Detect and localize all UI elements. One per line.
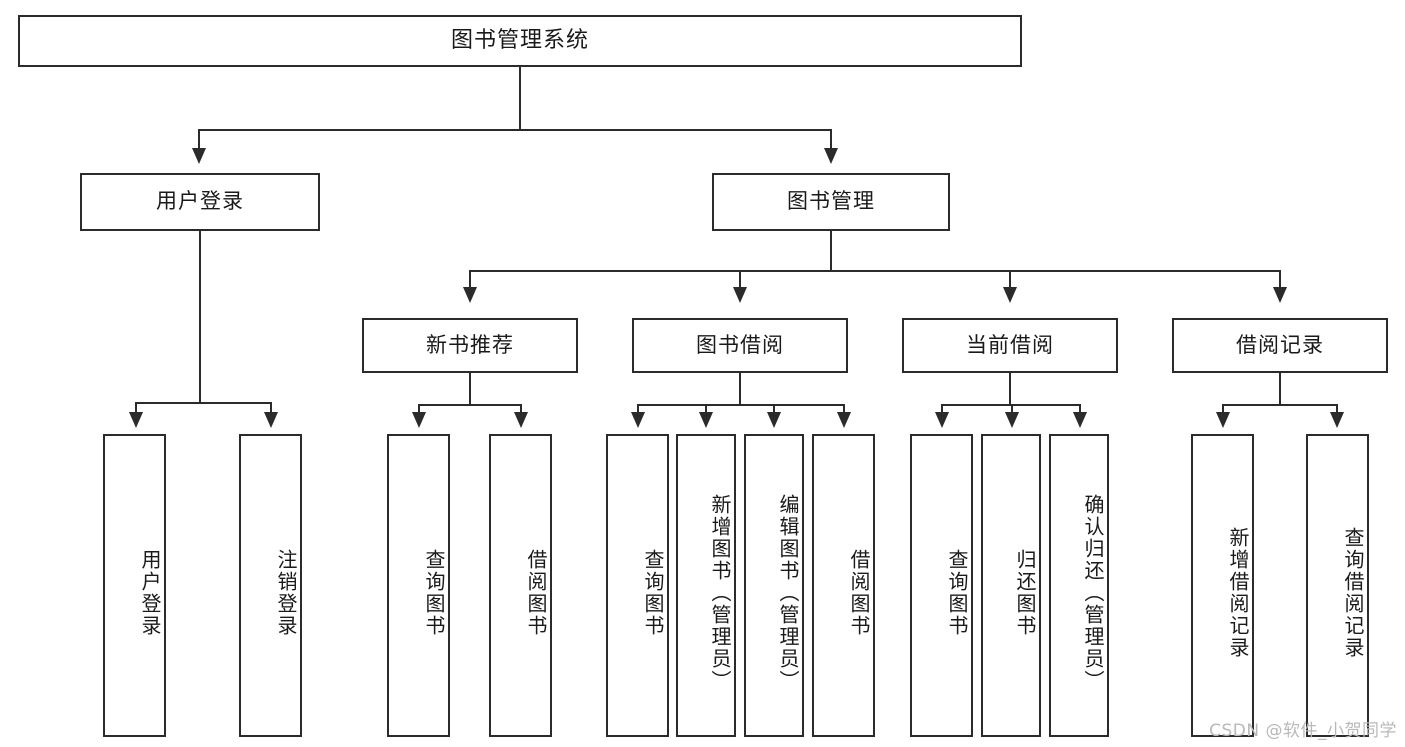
- connector-bb-drop-1: [637, 404, 639, 416]
- node-label: 用户登录: [138, 548, 162, 637]
- node-label: 确认归还（管理员）: [1081, 493, 1105, 692]
- connector-nbr-bus: [418, 404, 522, 406]
- node-label: 图书管理: [787, 189, 875, 214]
- csdn-watermark: CSDN @软件_小贺同学: [1209, 721, 1397, 741]
- arrow-down-icon: [463, 287, 477, 303]
- leaf-borrow-book-2[interactable]: 借阅图书: [812, 434, 875, 737]
- node-label: 注销登录: [274, 548, 298, 637]
- arrow-down-icon: [264, 412, 278, 428]
- connector-nbr-stem: [469, 373, 471, 405]
- node-label: 新书推荐: [426, 332, 514, 357]
- leaf-query-record[interactable]: 查询借阅记录: [1306, 434, 1369, 737]
- connector-cb-stem: [1009, 373, 1011, 405]
- arrow-down-icon: [699, 412, 713, 428]
- leaf-add-book[interactable]: 新增图书（管理员）: [676, 434, 736, 737]
- arrow-down-icon: [824, 148, 838, 164]
- node-label: 归还图书: [1013, 548, 1037, 637]
- node-label: 查询图书: [422, 548, 446, 637]
- connector-user-login-bus: [135, 402, 271, 404]
- connector-nbr-drop-1: [418, 404, 420, 416]
- connector-level2-drop-4: [1279, 270, 1281, 290]
- node-label: 查询图书: [641, 548, 665, 637]
- node-label: 图书管理系统: [450, 27, 589, 53]
- node-user-login[interactable]: 用户登录: [80, 173, 320, 231]
- arrow-down-icon: [1005, 412, 1019, 428]
- node-label: 新增借阅记录: [1226, 526, 1250, 659]
- connector-user-login-stem: [199, 231, 201, 403]
- connector-to-book-management: [830, 129, 832, 151]
- arrow-down-icon: [767, 412, 781, 428]
- node-label: 借阅记录: [1236, 332, 1324, 357]
- node-label: 当前借阅: [966, 332, 1054, 357]
- connector-br-drop-1: [1222, 404, 1224, 416]
- node-current-borrow[interactable]: 当前借阅: [902, 318, 1118, 373]
- connector-br-stem: [1279, 373, 1281, 405]
- connector-br-bus: [1222, 404, 1338, 406]
- arrow-down-icon: [631, 412, 645, 428]
- arrow-down-icon: [1330, 412, 1344, 428]
- connector-bb-drop-3: [773, 404, 775, 416]
- node-label: 借阅图书: [524, 548, 548, 637]
- node-book-borrow[interactable]: 图书借阅: [632, 318, 848, 373]
- connector-book-management-stem: [830, 231, 832, 271]
- arrow-down-icon: [1216, 412, 1230, 428]
- leaf-add-record[interactable]: 新增借阅记录: [1191, 434, 1254, 737]
- connector-bb-drop-2: [705, 404, 707, 416]
- node-label: 图书借阅: [696, 332, 784, 357]
- leaf-query-book-1[interactable]: 查询图书: [387, 434, 450, 737]
- connector-to-user-login: [198, 129, 200, 151]
- connector-level2-drop-1: [469, 270, 471, 290]
- arrow-down-icon: [1003, 287, 1017, 303]
- node-book-management[interactable]: 图书管理: [712, 173, 950, 231]
- arrow-down-icon: [129, 412, 143, 428]
- leaf-user-logout[interactable]: 注销登录: [239, 434, 302, 737]
- arrow-down-icon: [192, 148, 206, 164]
- connector-br-drop-2: [1336, 404, 1338, 416]
- leaf-query-book-2[interactable]: 查询图书: [606, 434, 669, 737]
- connector-level2-drop-3: [1009, 270, 1011, 290]
- node-label: 编辑图书（管理员）: [776, 493, 800, 692]
- leaf-edit-book[interactable]: 编辑图书（管理员）: [744, 434, 804, 737]
- arrow-down-icon: [1073, 412, 1087, 428]
- arrow-down-icon: [412, 412, 426, 428]
- connector-level2-drop-2: [739, 270, 741, 290]
- leaf-query-book-3[interactable]: 查询图书: [910, 434, 973, 737]
- connector-user-login-drop-1: [135, 402, 137, 416]
- arrow-down-icon: [1273, 287, 1287, 303]
- leaf-return-book[interactable]: 归还图书: [981, 434, 1041, 737]
- arrow-down-icon: [935, 412, 949, 428]
- node-label: 借阅图书: [847, 548, 871, 637]
- connector-root-stem: [519, 67, 521, 129]
- node-label: 查询借阅记录: [1341, 526, 1365, 659]
- node-label: 用户登录: [156, 189, 244, 214]
- leaf-confirm-return[interactable]: 确认归还（管理员）: [1049, 434, 1109, 737]
- node-new-book-recommend[interactable]: 新书推荐: [362, 318, 578, 373]
- connector-nbr-drop-2: [520, 404, 522, 416]
- arrow-down-icon: [514, 412, 528, 428]
- connector-cb-drop-3: [1079, 404, 1081, 416]
- connector-bb-bus: [637, 404, 845, 406]
- arrow-down-icon: [837, 412, 851, 428]
- connector-user-login-drop-2: [270, 402, 272, 416]
- leaf-user-login[interactable]: 用户登录: [103, 434, 166, 737]
- node-label: 查询图书: [945, 548, 969, 637]
- node-borrow-record[interactable]: 借阅记录: [1172, 318, 1388, 373]
- connector-bb-stem: [739, 373, 741, 405]
- connector-cb-drop-2: [1011, 404, 1013, 416]
- connector-root-bus: [198, 129, 831, 131]
- node-root-book-management-system[interactable]: 图书管理系统: [18, 15, 1022, 67]
- connector-level2-bus: [469, 270, 1281, 272]
- connector-cb-drop-1: [941, 404, 943, 416]
- leaf-borrow-book-1[interactable]: 借阅图书: [489, 434, 552, 737]
- connector-bb-drop-4: [843, 404, 845, 416]
- node-label: 新增图书（管理员）: [708, 493, 732, 692]
- arrow-down-icon: [733, 287, 747, 303]
